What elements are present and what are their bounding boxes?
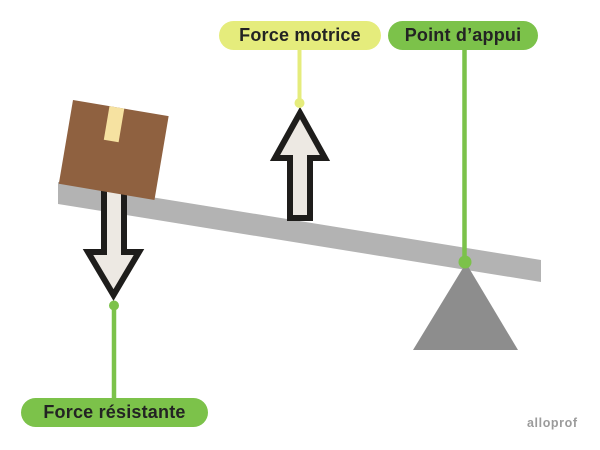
force-resistante-arrow-down-icon [82, 182, 145, 301]
point-appui-connector-dot [458, 255, 472, 269]
box-body [58, 100, 169, 200]
force-motrice-label: Force motrice [219, 21, 381, 50]
force-motrice-connector-dot [294, 98, 305, 108]
lever-plank [58, 182, 541, 282]
cardboard-box [58, 100, 169, 200]
force-motrice-arrow-up-icon [269, 106, 331, 221]
point-appui-label: Point d’appui [388, 21, 538, 50]
alloprof-watermark: alloprof [527, 416, 578, 430]
force-resistante-label: Force résistante [21, 398, 208, 427]
force-resistante-connector-dot [109, 300, 119, 311]
fulcrum-triangle [413, 263, 518, 350]
box-tape-strip [103, 106, 125, 143]
